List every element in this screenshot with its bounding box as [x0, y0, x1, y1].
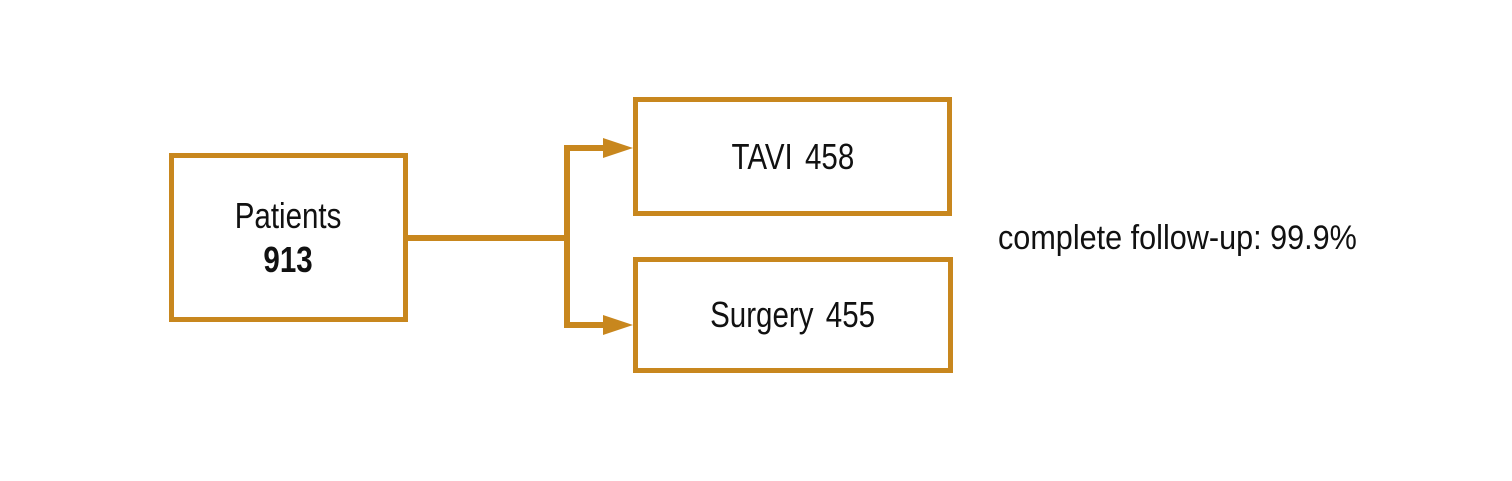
tavi-text: TAVI 458	[731, 135, 854, 179]
connector-branch-line	[564, 145, 570, 328]
tavi-count: 458	[804, 135, 854, 177]
connector-surgery-line	[564, 322, 606, 328]
surgery-box: Surgery 455	[633, 257, 953, 373]
tavi-label: TAVI	[731, 135, 793, 177]
connector-main-line	[408, 235, 570, 241]
patients-count: 913	[263, 238, 314, 280]
tavi-arrowhead-icon	[603, 138, 633, 158]
surgery-text: Surgery 455	[711, 293, 876, 337]
patients-box: Patients 913	[169, 153, 408, 322]
tavi-box: TAVI 458	[633, 97, 952, 216]
surgery-label: Surgery	[710, 294, 814, 335]
surgery-arrowhead-icon	[603, 315, 633, 335]
follow-up-note: complete follow-up: 99.9%	[998, 218, 1357, 257]
connector-tavi-line	[564, 145, 606, 151]
surgery-count: 455	[826, 294, 876, 335]
patients-label: Patients	[235, 194, 342, 236]
